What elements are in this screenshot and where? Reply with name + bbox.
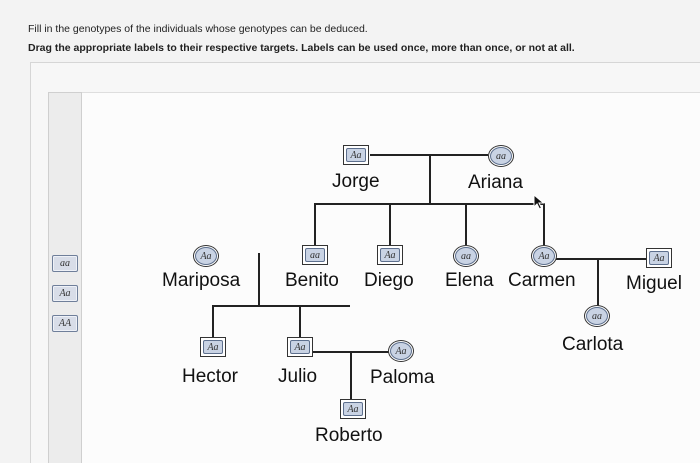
drop-roberto xyxy=(350,351,352,399)
ariana-genotype[interactable]: aa xyxy=(490,147,512,165)
jorge-genotype[interactable]: Aa xyxy=(346,148,366,162)
mariposa-name: Mariposa xyxy=(162,270,241,291)
paloma-symbol[interactable]: Aa xyxy=(388,340,414,362)
sibship-line-top xyxy=(314,203,543,205)
hector-symbol[interactable]: Aa xyxy=(200,337,226,357)
mariposa-genotype[interactable]: Aa xyxy=(195,247,217,265)
label-AA[interactable]: AA xyxy=(52,315,78,332)
jorge-name: Jorge xyxy=(332,171,380,192)
miguel-name: Miguel xyxy=(626,273,682,294)
diego-name: Diego xyxy=(364,270,414,291)
elena-symbol[interactable]: aa xyxy=(453,245,479,267)
miguel-genotype[interactable]: Aa xyxy=(649,251,669,265)
julio-genotype[interactable]: Aa xyxy=(290,340,310,354)
drop-carmen xyxy=(543,203,545,245)
roberto-symbol[interactable]: Aa xyxy=(340,399,366,419)
label-Aa[interactable]: Aa xyxy=(52,285,78,302)
benito-symbol[interactable]: aa xyxy=(302,245,328,265)
sibship-line-mid xyxy=(212,305,350,307)
drop-carlota xyxy=(597,258,599,306)
carmen-name: Carmen xyxy=(508,270,576,291)
label-palette xyxy=(48,92,82,463)
drop-benito xyxy=(314,203,316,245)
roberto-genotype[interactable]: Aa xyxy=(343,402,363,416)
ariana-name: Ariana xyxy=(468,172,523,193)
carlota-name: Carlota xyxy=(562,334,624,355)
roberto-name: Roberto xyxy=(315,425,383,446)
jorge-symbol[interactable]: Aa xyxy=(343,145,369,165)
carmen-symbol[interactable]: Aa xyxy=(531,245,557,267)
hector-name: Hector xyxy=(182,366,238,387)
benito-name: Benito xyxy=(285,270,339,291)
drop-elena xyxy=(465,203,467,245)
ariana-symbol[interactable]: aa xyxy=(488,145,514,167)
label-aa[interactable]: aa xyxy=(52,255,78,272)
julio-name: Julio xyxy=(278,366,318,387)
diego-symbol[interactable]: Aa xyxy=(377,245,403,265)
couple-line-julio-paloma xyxy=(312,351,392,353)
hector-genotype[interactable]: Aa xyxy=(203,340,223,354)
instruction-text: Fill in the genotypes of the individuals… xyxy=(28,23,368,35)
drop-hector xyxy=(212,305,214,337)
julio-symbol[interactable]: Aa xyxy=(287,337,313,357)
carmen-genotype[interactable]: Aa xyxy=(533,247,555,265)
carlota-genotype[interactable]: aa xyxy=(586,307,608,325)
couple-line-carmen-miguel xyxy=(556,258,646,260)
elena-genotype[interactable]: aa xyxy=(455,247,477,265)
benito-genotype[interactable]: aa xyxy=(305,248,325,262)
instruction-drag-text: Drag the appropriate labels to their res… xyxy=(28,42,575,54)
elena-name: Elena xyxy=(445,270,494,291)
drop-julio xyxy=(299,305,301,337)
paloma-genotype[interactable]: Aa xyxy=(390,342,412,360)
descent-line-top xyxy=(429,155,431,205)
miguel-symbol[interactable]: Aa xyxy=(646,248,672,268)
mariposa-symbol[interactable]: Aa xyxy=(193,245,219,267)
diego-genotype[interactable]: Aa xyxy=(380,248,400,262)
carlota-symbol[interactable]: aa xyxy=(584,305,610,327)
drop-diego xyxy=(389,203,391,245)
mouse-pointer-icon xyxy=(533,194,545,210)
couple-line-mariposa-benito xyxy=(258,253,260,307)
paloma-name: Paloma xyxy=(370,367,435,388)
